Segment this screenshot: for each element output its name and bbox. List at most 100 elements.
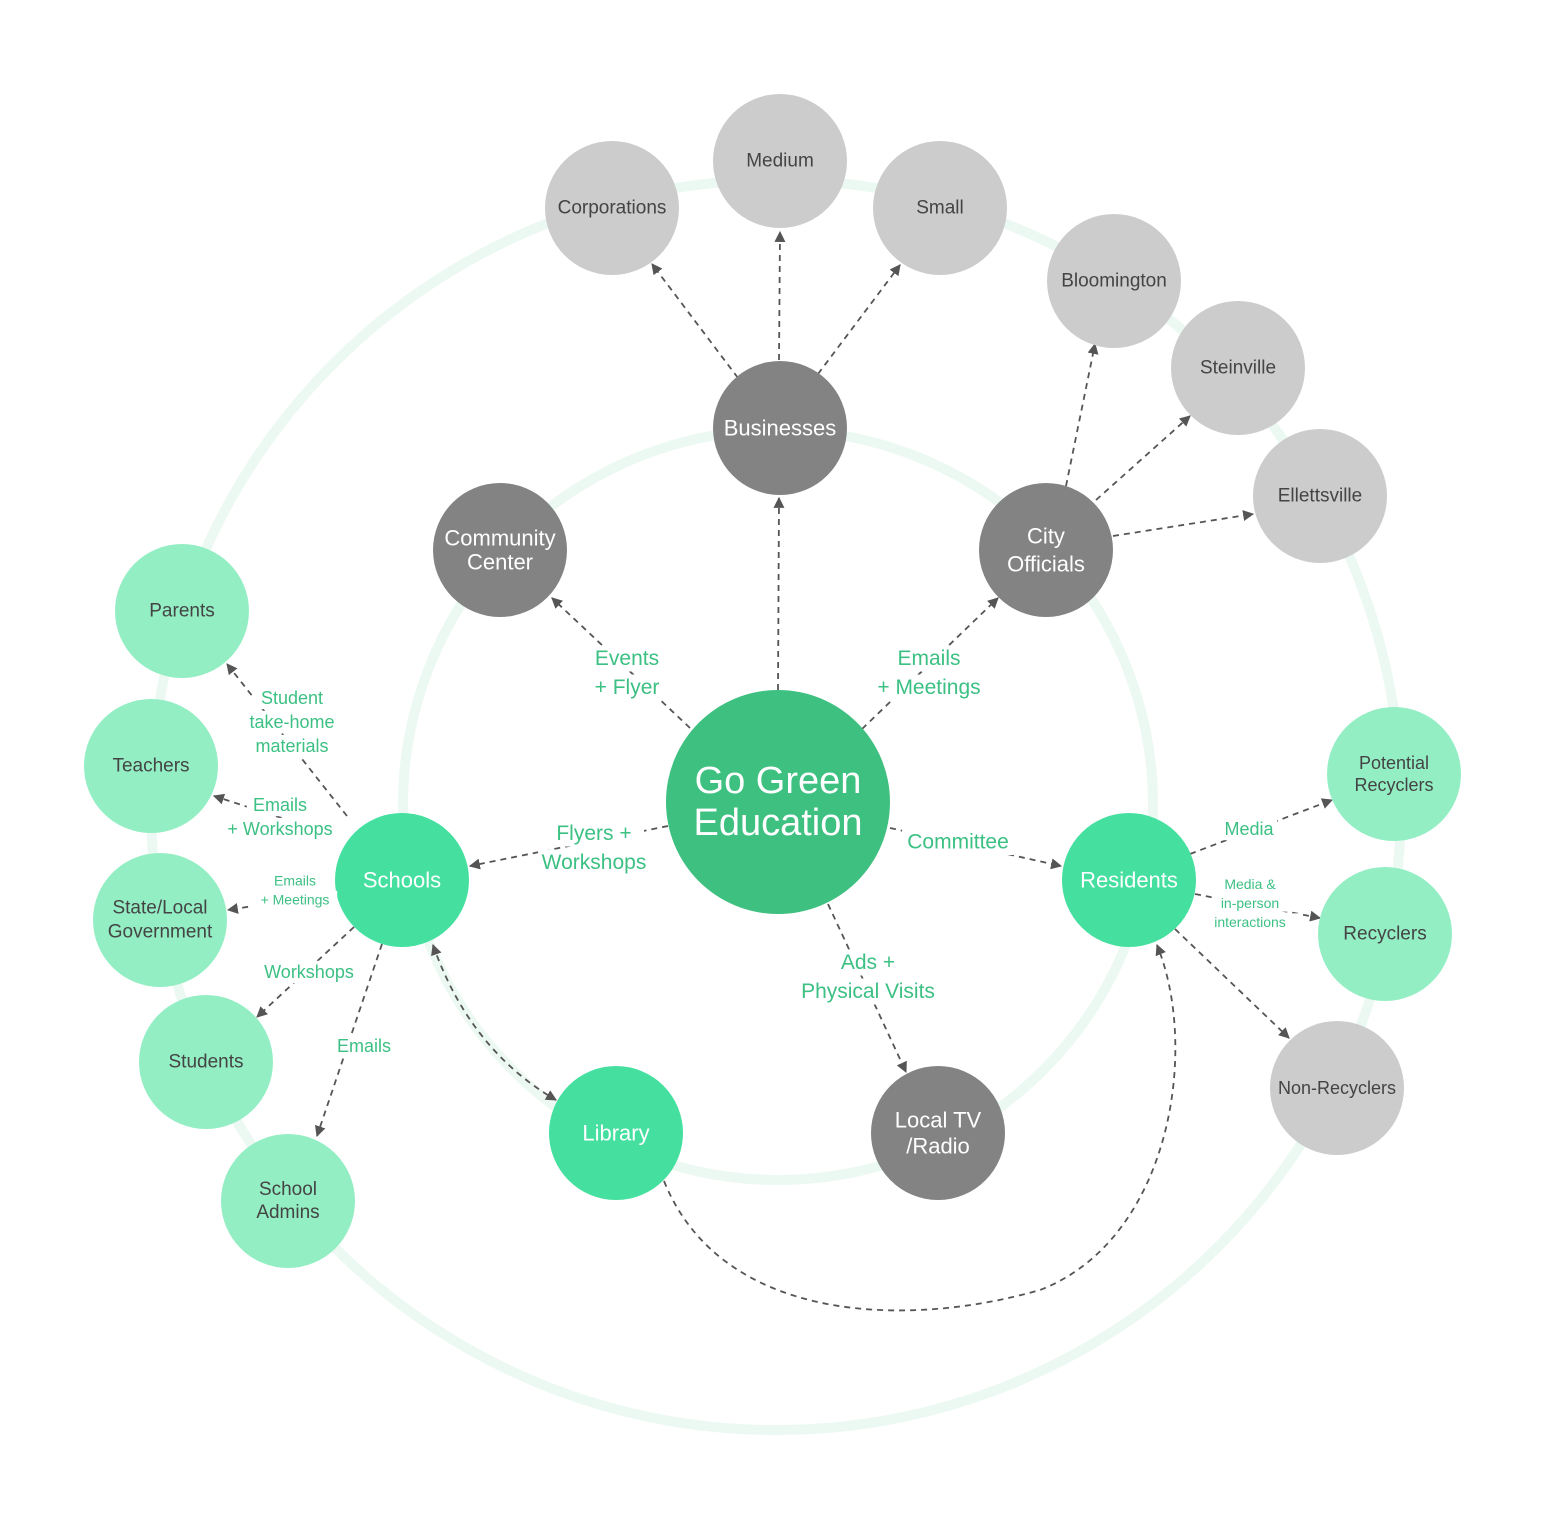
- edge-label-bg: [246, 793, 314, 817]
- edge-label-bg: [582, 674, 672, 701]
- node-label: Parents: [149, 601, 214, 622]
- edge-label-text: Emails: [274, 873, 316, 889]
- edge-label-text: Workshops: [542, 851, 647, 874]
- edge-label-text: Emails: [253, 795, 307, 815]
- edge-label-text: Committee: [907, 831, 1009, 854]
- edge-label-text: Physical Visits: [801, 980, 935, 1003]
- node-label: Small: [916, 198, 964, 219]
- edge-label-bg: [835, 949, 901, 976]
- edge-businesses-to-small: [817, 264, 901, 375]
- edge-label-bg: [588, 645, 666, 672]
- node-circle: [93, 853, 227, 987]
- node-residents: Residents: [1062, 813, 1196, 947]
- node-teachers: Teachers: [84, 699, 218, 833]
- edge-businesses-to-medium: [774, 230, 786, 361]
- node-circle: [84, 699, 218, 833]
- node-circle: [1327, 707, 1461, 841]
- edge-label-bg: [243, 710, 341, 734]
- edge-label-text: Flyers +: [556, 822, 631, 845]
- edge-residents-to-non-recyclers: [1174, 928, 1290, 1039]
- edge-label-bg: [1219, 875, 1281, 893]
- node-label: Local TV: [895, 1108, 982, 1133]
- edge-label-text: + Workshops: [227, 819, 332, 839]
- node-non-recyclers: Non-Recyclers: [1270, 1021, 1404, 1155]
- edge-label-text: in-person: [1221, 895, 1279, 911]
- edge-label-bg: [260, 960, 358, 984]
- node-circle: [1171, 301, 1305, 435]
- node-label: School: [259, 1179, 317, 1200]
- node-circle: [549, 1066, 683, 1200]
- node-circle: [979, 483, 1113, 617]
- edge-label-emails: Emails: [330, 1034, 398, 1058]
- edge-label-bg: [253, 686, 331, 710]
- node-recyclers: Recyclers: [1318, 867, 1452, 1001]
- node-label: City: [1027, 524, 1065, 549]
- edge-label-bg: [252, 890, 338, 909]
- edge-label-emails-meetings-gov: Emails+ Meetings: [252, 871, 338, 909]
- node-local-tv: Local TV/Radio: [871, 1066, 1005, 1200]
- edge-center-to-community-center: [551, 597, 691, 729]
- node-circle: [666, 690, 890, 914]
- node-label: /Radio: [906, 1134, 970, 1159]
- edge-label-bg: [890, 645, 968, 672]
- node-label: Businesses: [724, 416, 837, 441]
- edge-label-bg: [330, 1034, 398, 1058]
- node-circle: [713, 94, 847, 228]
- edge-label-text: Emails: [897, 647, 960, 670]
- node-label: Recyclers: [1343, 924, 1426, 945]
- edge-schools-to-government: [226, 892, 336, 914]
- edge-label-emails-meetings-city: Emails + Meetings: [867, 645, 991, 701]
- node-students: Students: [139, 995, 273, 1129]
- edge-label-bg: [867, 674, 991, 701]
- node-label: Government: [108, 922, 213, 943]
- edge-center-to-city-officials: [861, 597, 999, 730]
- edge-label-text: Events: [595, 647, 659, 670]
- node-label: Non-Recyclers: [1278, 1078, 1396, 1098]
- edge-center-to-businesses: [773, 496, 785, 691]
- node-circle: [545, 141, 679, 275]
- edge-label-ads-visits: Ads +Physical Visits: [776, 949, 960, 1005]
- node-label: Center: [467, 550, 533, 575]
- node-circle: [871, 1066, 1005, 1200]
- node-label: Community: [444, 526, 555, 551]
- edge-schools-library: [431, 943, 557, 1101]
- edge-label-text: interactions: [1214, 914, 1286, 930]
- node-circle: [1062, 813, 1196, 947]
- node-bloomington: Bloomington: [1047, 214, 1181, 348]
- node-label: Potential: [1359, 753, 1429, 773]
- node-circle: [139, 995, 273, 1129]
- edge-label-bg: [1199, 913, 1301, 931]
- node-label: Teachers: [112, 756, 189, 777]
- node-steinville: Steinville: [1171, 301, 1305, 435]
- node-circle: [1270, 1021, 1404, 1155]
- edge-label-emails-workshops: Emails + Workshops: [221, 793, 339, 841]
- edge-label-text: + Meetings: [877, 676, 980, 699]
- edge-label-flyers-workshops: Flyers + Workshops: [538, 820, 650, 876]
- node-circle: [335, 813, 469, 947]
- node-label: Ellettsville: [1278, 486, 1362, 507]
- edge-city-to-bloomington: [1065, 342, 1099, 487]
- edge-label-text: + Flyer: [595, 676, 660, 699]
- edge-residents-to-potential: [1189, 798, 1334, 855]
- node-label: Officials: [1007, 552, 1085, 577]
- edge-label-workshops: Workshops: [260, 960, 358, 984]
- edge-label-bg: [776, 978, 960, 1005]
- node-label: Schools: [363, 868, 441, 893]
- node-label: Library: [582, 1121, 649, 1146]
- edge-label-bg: [543, 820, 645, 847]
- node-label: Recyclers: [1354, 775, 1433, 795]
- edge-label-bg: [1220, 817, 1278, 841]
- edge-label-text: take-home: [249, 712, 334, 732]
- edge-label-committee: Committee: [902, 828, 1014, 856]
- node-circle: [221, 1134, 355, 1268]
- node-label: State/Local: [112, 898, 207, 919]
- node-circle: [1253, 429, 1387, 563]
- node-circle: [1318, 867, 1452, 1001]
- node-label: Steinville: [1200, 358, 1276, 379]
